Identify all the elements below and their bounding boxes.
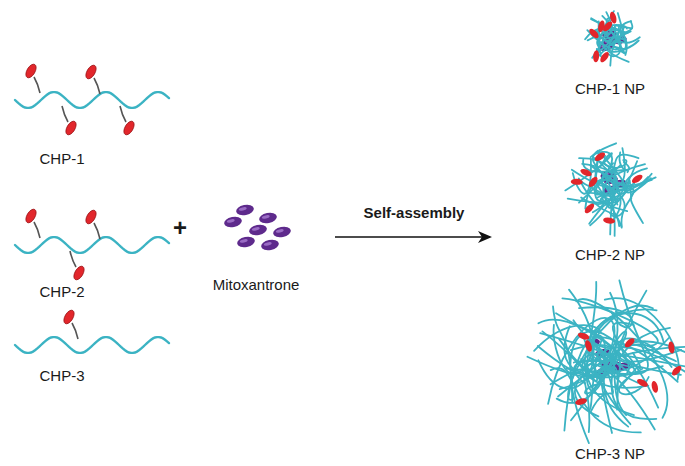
- polymer-backbone: [15, 92, 169, 108]
- cholesterol-group: [64, 120, 78, 137]
- cholesterol-group: [587, 175, 599, 188]
- polymer-strand: [527, 328, 670, 377]
- cholesterol-group: [84, 64, 98, 81]
- cholesterol-group: [579, 167, 592, 177]
- polymer-strand: [564, 312, 619, 431]
- cholesterol-group: [593, 151, 606, 163]
- molecule-highlight: [263, 242, 271, 247]
- molecule-highlight: [238, 207, 246, 212]
- polymer-backbone: [15, 337, 169, 353]
- cholesterol-group: [571, 179, 583, 186]
- molecule-highlight: [275, 229, 283, 234]
- cholesterol-group: [670, 364, 683, 377]
- plus-sign: +: [173, 215, 187, 241]
- polymer-backbone: [15, 237, 169, 253]
- nanoparticle: [527, 281, 685, 444]
- polymer-strand: [619, 369, 649, 395]
- molecule-highlight: [226, 219, 234, 224]
- cholesterol-group: [72, 265, 86, 282]
- mitoxantrone-molecule: [260, 238, 280, 252]
- mitoxantrone-molecule: [272, 225, 292, 239]
- cholesterol-group: [577, 331, 590, 341]
- cholesterol-group: [24, 63, 38, 80]
- cholesterol-linker: [94, 78, 100, 94]
- cholesterol-group: [575, 397, 588, 406]
- nanoparticle-label: CHP-1 NP: [575, 80, 645, 98]
- polymer-strand: [579, 158, 617, 204]
- nanoparticle: [565, 143, 655, 236]
- cholesterol-group: [62, 309, 76, 326]
- reaction-arrow: [335, 236, 490, 238]
- cholesterol-group: [603, 217, 616, 225]
- polymer-label: CHP-3: [39, 367, 84, 385]
- nanoparticle: [585, 11, 640, 66]
- polymer-strand: [605, 298, 679, 380]
- cholesterol-group: [599, 50, 611, 63]
- cholesterol-group: [584, 339, 594, 352]
- polymer-strand: [604, 331, 628, 426]
- cholesterol-group: [84, 209, 98, 226]
- polymer-chains: [15, 63, 169, 353]
- mitoxantrone-molecule: [223, 215, 243, 229]
- cholesterol-group: [636, 377, 649, 388]
- cholesterol-linker: [62, 106, 68, 122]
- cholesterol-group: [668, 341, 676, 354]
- cholesterol-group: [24, 208, 38, 225]
- process-label: Self-assembly: [364, 204, 465, 222]
- nanoparticle-label: CHP-3 NP: [575, 445, 645, 463]
- cholesterol-linker: [34, 222, 40, 238]
- cholesterol-linker: [34, 77, 40, 93]
- mitoxantrone-molecule: [248, 223, 268, 237]
- polymer-strand: [631, 174, 652, 223]
- cholesterol-linker: [72, 323, 78, 339]
- cholesterol-group: [623, 336, 636, 348]
- mitoxantrone-molecule: [236, 235, 256, 249]
- polymer-strand: [608, 23, 640, 43]
- polymer-label: CHP-1: [39, 150, 84, 168]
- cholesterol-group: [651, 380, 660, 393]
- mitoxantrone-molecule: [258, 211, 278, 225]
- molecule-highlight: [239, 239, 247, 244]
- cholesterol-group: [597, 20, 606, 33]
- cholesterol-group: [122, 120, 136, 137]
- cholesterol-linker: [70, 251, 76, 267]
- cholesterol-group: [631, 173, 644, 185]
- mitoxantrone-molecule: [235, 203, 255, 217]
- cholesterol-group: [583, 202, 596, 215]
- cholesterol-linker: [120, 106, 126, 122]
- polymer-label: CHP-2: [39, 283, 84, 301]
- nanoparticle-label: CHP-2 NP: [575, 246, 645, 264]
- polymer-strand: [575, 347, 685, 417]
- cholesterol-group: [593, 50, 600, 62]
- molecule-highlight: [251, 227, 259, 232]
- polymer-strand: [591, 350, 613, 411]
- cholesterol-linker: [94, 223, 100, 239]
- molecule-highlight: [261, 215, 269, 220]
- mitoxantrone-molecules: [223, 203, 292, 252]
- nanoparticles: [527, 11, 685, 443]
- polymer-strand: [568, 193, 618, 203]
- drug-label: Mitoxantrone: [213, 276, 300, 294]
- cholesterol-group: [609, 11, 618, 24]
- polymer-strand: [554, 325, 595, 374]
- polymer-strand: [557, 293, 618, 403]
